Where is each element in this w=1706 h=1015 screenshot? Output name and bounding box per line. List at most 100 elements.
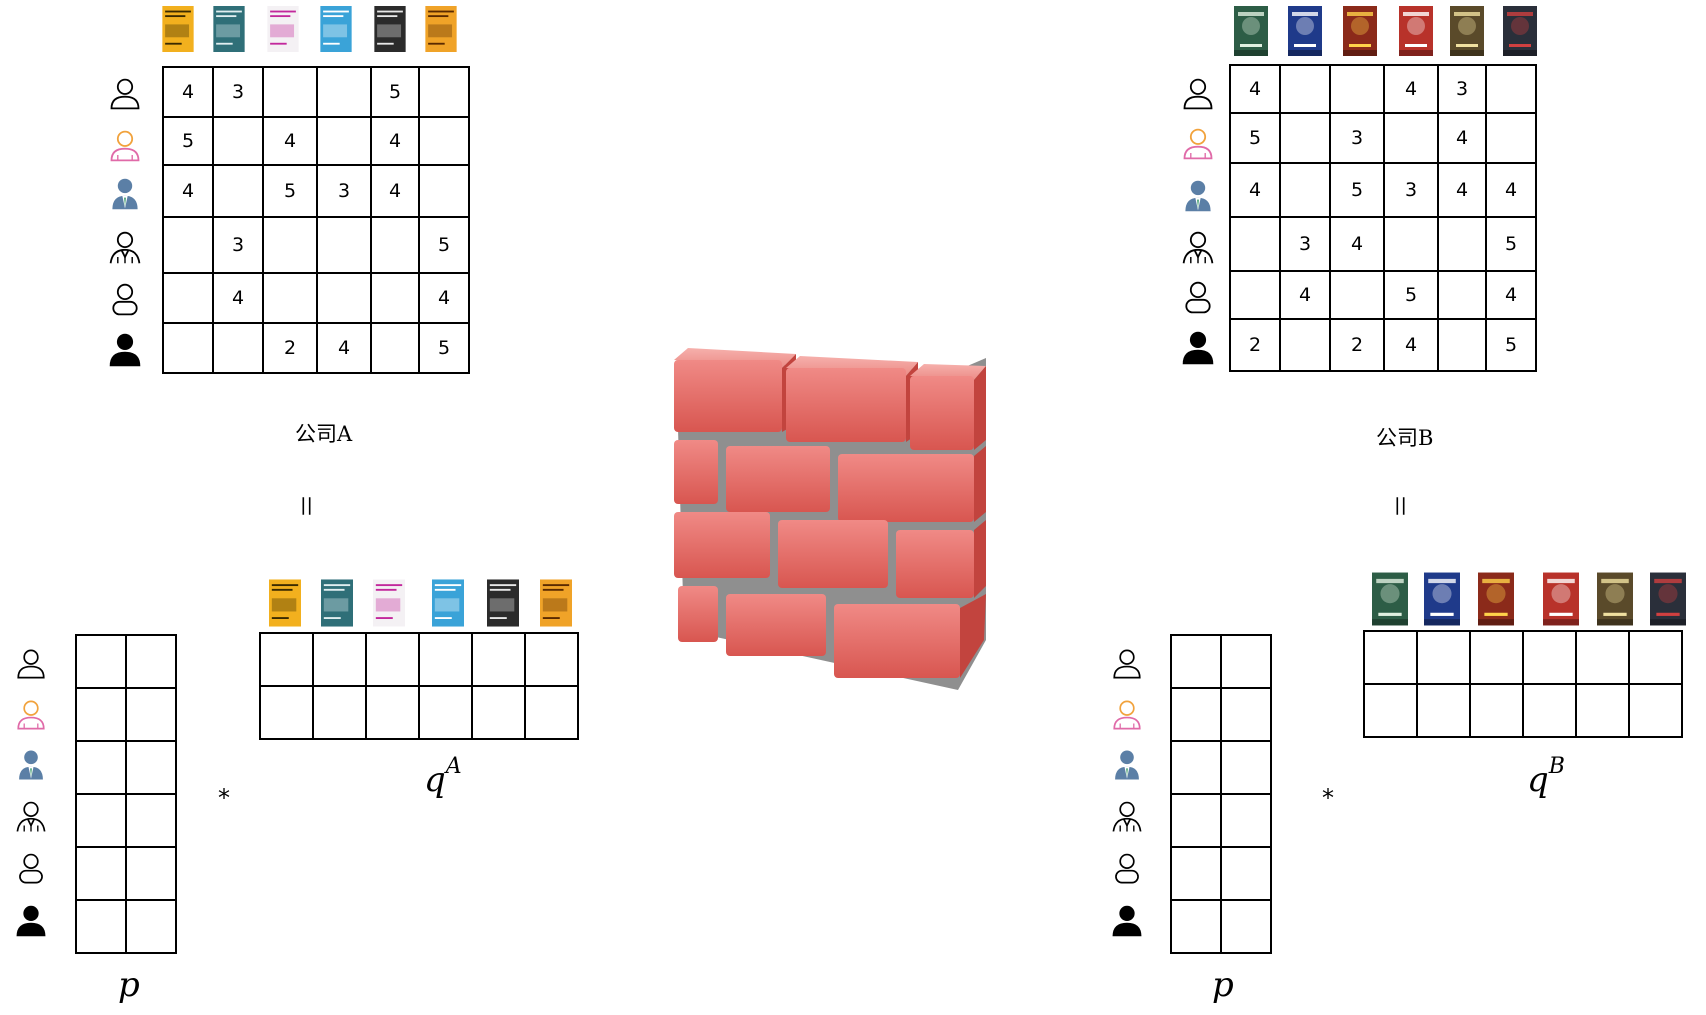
- company-a-caption: 公司A: [295, 422, 353, 446]
- book-5-cover-icon: [374, 6, 406, 52]
- b-cell: 3: [1383, 162, 1439, 218]
- right-q-row: [1363, 683, 1683, 738]
- right-q-cell: [1522, 683, 1577, 738]
- right-p-cell: [1170, 793, 1222, 848]
- b-cell: 5: [1329, 162, 1385, 218]
- left-q-cell: [471, 632, 526, 687]
- movie-3-cover-icon: [1343, 6, 1377, 56]
- a-cell: [162, 322, 214, 374]
- left-p-cell: [125, 899, 177, 954]
- user-tie-outline-icon: [14, 800, 48, 834]
- left-p-row: [75, 740, 177, 795]
- left-q-row: [259, 632, 579, 687]
- a-cell: [162, 272, 214, 324]
- book-6-cover-icon: [540, 579, 572, 627]
- a-cell: 4: [370, 116, 420, 166]
- b-cell: [1279, 318, 1331, 372]
- a-cell: 3: [316, 164, 372, 218]
- movie-1-cover-icon: [1234, 6, 1268, 56]
- book-4-cover-icon: [320, 6, 352, 52]
- a-cell: 5: [262, 164, 318, 218]
- b-cell: [1383, 216, 1439, 272]
- a-cell: [262, 66, 318, 118]
- left-q-cell: [312, 632, 367, 687]
- right-p-row: [1170, 687, 1272, 742]
- movie-2-cover-icon: [1288, 6, 1322, 56]
- user-outline-1-icon: [1110, 647, 1144, 681]
- right-q-cell: [1416, 683, 1471, 738]
- right-q-letter: q: [1527, 760, 1549, 800]
- right-p-cell: [1170, 846, 1222, 901]
- user-solid-icon: [1110, 904, 1144, 938]
- a-cell: [316, 66, 372, 118]
- left-p-cell: [125, 740, 177, 795]
- user-solid-icon: [14, 904, 48, 938]
- left-q-cell: [418, 632, 473, 687]
- a-cell: 4: [162, 164, 214, 218]
- left-p-cell: [125, 634, 177, 689]
- b-cell: [1485, 64, 1537, 114]
- left-q-label: qA: [424, 754, 462, 800]
- b-cell: 4: [1485, 270, 1537, 320]
- left-q-cell: [365, 685, 420, 740]
- right-p-row: [1170, 846, 1272, 901]
- right-multiply-sign: *: [1322, 784, 1334, 812]
- left-multiply-sign: *: [218, 784, 230, 812]
- left-p-cell: [125, 793, 177, 848]
- user-businessman-icon: [1180, 178, 1216, 214]
- b-cell: [1383, 112, 1439, 164]
- user-businessman-icon: [14, 748, 48, 782]
- left-p-cell: [125, 687, 177, 742]
- right-p-matrix: [1170, 634, 1272, 954]
- right-p-cell: [1170, 687, 1222, 742]
- right-p-cell: [1220, 899, 1272, 954]
- movie-6-cover-icon: [1650, 572, 1686, 626]
- right-q-cell: [1363, 683, 1418, 738]
- a-cell: 4: [162, 66, 214, 118]
- left-q-cell: [312, 685, 367, 740]
- right-p-cell: [1220, 793, 1272, 848]
- right-q-cell: [1575, 630, 1630, 685]
- b-cell: 5: [1485, 318, 1537, 372]
- b-cell: 4: [1329, 216, 1385, 272]
- b-cell: 3: [1279, 216, 1331, 272]
- a-cell: [316, 272, 372, 324]
- right-p-cell: [1220, 846, 1272, 901]
- left-q-superscript: A: [445, 754, 462, 779]
- user-round-outline-icon: [1110, 852, 1144, 886]
- a-cell: [212, 116, 264, 166]
- right-q-cell: [1363, 630, 1418, 685]
- right-p-row: [1170, 740, 1272, 795]
- b-cell: 4: [1279, 270, 1331, 320]
- left-p-cell: [125, 846, 177, 901]
- b-cell: [1329, 270, 1385, 320]
- b-cell: [1485, 112, 1537, 164]
- left-q-matrix: [259, 632, 579, 740]
- right-q-cell: [1416, 630, 1471, 685]
- a-cell: 5: [418, 216, 470, 274]
- a-cell: 4: [262, 116, 318, 166]
- b-cell: 5: [1383, 270, 1439, 320]
- right-q-cell: [1522, 630, 1577, 685]
- movie-5-cover-icon: [1597, 572, 1633, 626]
- b-cell: 3: [1329, 112, 1385, 164]
- left-p-label: p: [118, 965, 140, 1005]
- b-cell: [1329, 64, 1385, 114]
- right-q-cell: [1469, 683, 1524, 738]
- user-outline-orange-icon: [14, 698, 48, 732]
- a-cell: [418, 66, 470, 118]
- book-3-cover-icon: [373, 579, 405, 627]
- a-cell: 5: [370, 66, 420, 118]
- book-4-cover-icon: [432, 579, 464, 627]
- left-q-cell: [259, 685, 314, 740]
- book-6-cover-icon: [425, 6, 457, 52]
- user-outline-orange-icon: [1110, 698, 1144, 732]
